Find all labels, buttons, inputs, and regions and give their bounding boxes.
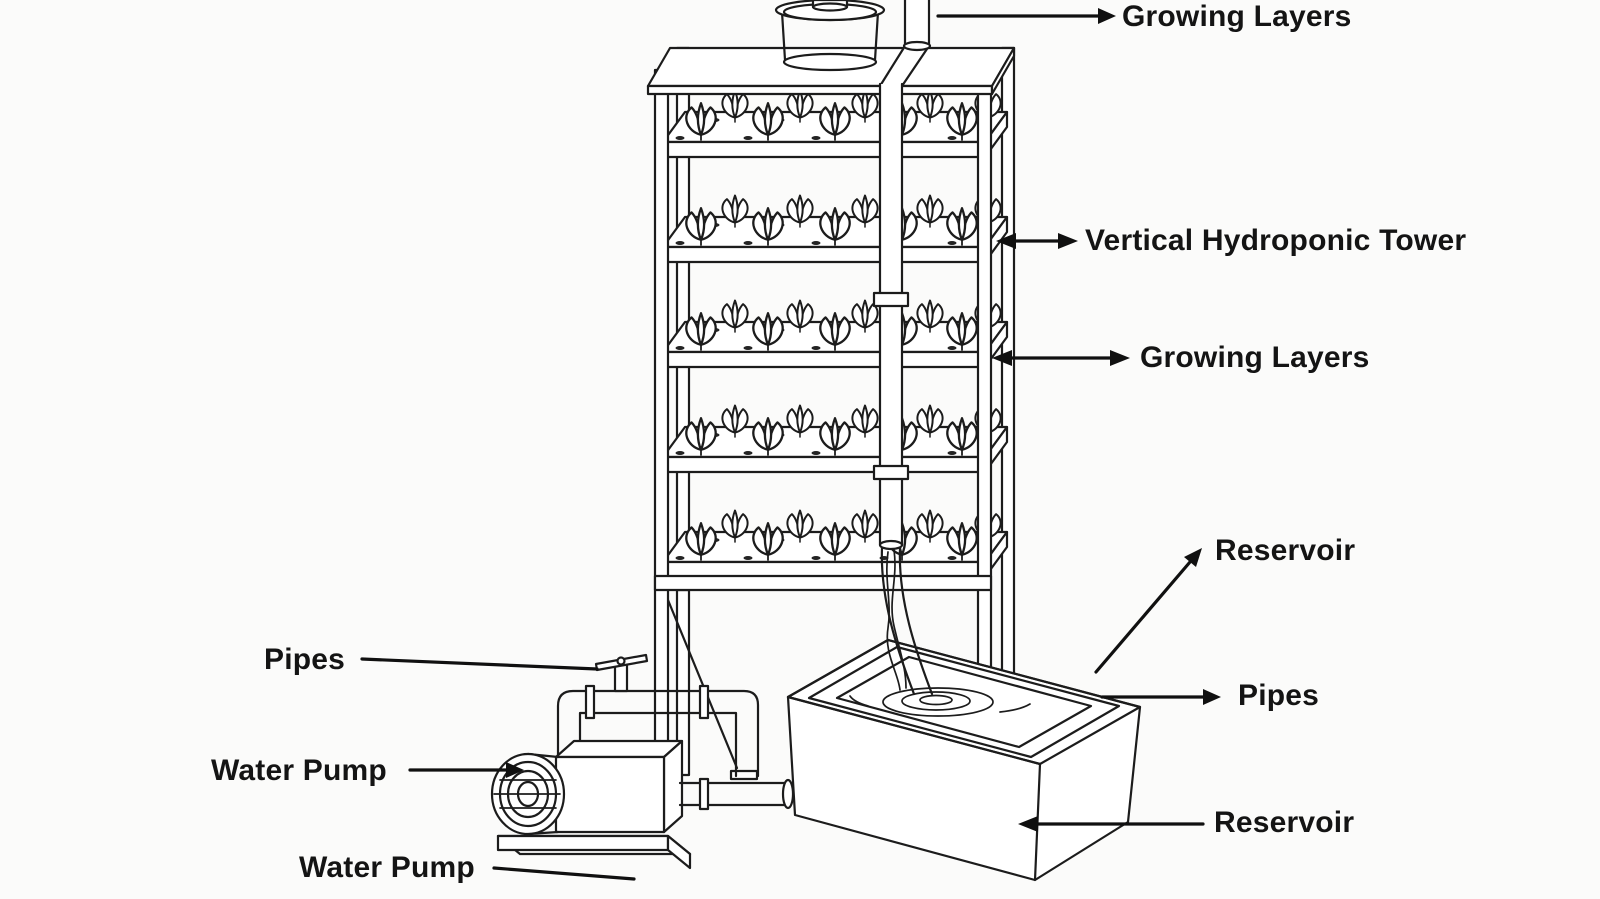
label-growing-layers-mid: Growing Layers — [1140, 341, 1370, 374]
water-ripples — [849, 687, 1031, 717]
arrow-pipes-right — [1100, 689, 1221, 705]
arrow-growing-layers-top — [936, 8, 1116, 24]
growing-layer — [663, 301, 1007, 368]
water-stream — [880, 546, 934, 696]
main-down-pipe — [872, 0, 932, 551]
label-reservoir-lower: Reservoir — [1214, 806, 1355, 839]
line-water-pump-bottom — [492, 866, 636, 881]
growing-layer — [663, 196, 1007, 263]
label-pipes-right: Pipes — [1238, 679, 1320, 712]
reservoir-tank — [786, 638, 1142, 882]
arrow-water-pump-left — [408, 762, 524, 778]
label-water-pump-bottom: Water Pump — [299, 851, 475, 884]
top-tank — [774, 0, 886, 72]
tower-front-posts — [653, 68, 993, 774]
arrow-vertical-tower — [996, 233, 1078, 249]
water-pump — [490, 653, 795, 870]
arrow-reservoir-lower — [1018, 816, 1205, 832]
growing-layer — [663, 406, 1007, 473]
label-growing-layers-top: Growing Layers — [1122, 0, 1352, 33]
pump-body — [490, 739, 684, 836]
label-vertical-tower: Vertical Hydroponic Tower — [1085, 224, 1467, 257]
annotation-arrows — [360, 8, 1221, 881]
valve — [594, 653, 649, 693]
line-pipes-left — [360, 657, 599, 671]
pump-suction-pipe — [678, 777, 795, 811]
growing-layer — [663, 91, 1007, 158]
label-water-pump-left: Water Pump — [211, 754, 387, 787]
label-reservoir-upper: Reservoir — [1215, 534, 1356, 567]
pump-base — [496, 834, 692, 870]
growing-layer — [663, 511, 1007, 578]
growing-layers — [663, 91, 1007, 578]
label-pipes-left: Pipes — [264, 643, 346, 676]
arrow-growing-layers-mid — [992, 350, 1130, 366]
arrow-reservoir-upper — [1094, 548, 1202, 674]
